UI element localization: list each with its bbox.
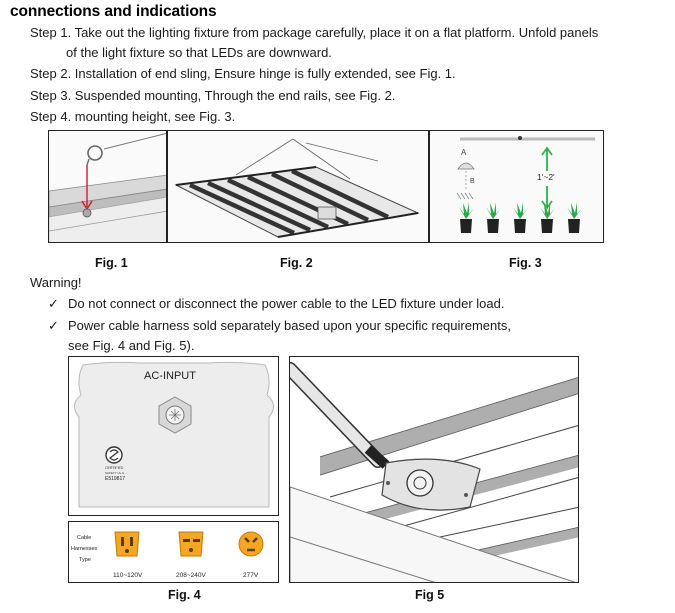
fig1-illustration [49,131,166,242]
step-2: Step 2. Installation of end sling, Ensur… [30,66,456,81]
warning-title: Warning! [30,275,82,290]
step-3: Step 3. Suspended mounting, Through the … [30,88,396,103]
fig5-illustration [290,357,578,582]
cert-sub: SAFETY UL & ... [105,471,128,475]
figure-3-mounting-height: A B 1'~2' [429,130,604,243]
fig2-caption: Fig. 2 [280,256,313,270]
fig4-caption: Fig. 4 [168,588,201,602]
step-4: Step 4. mounting height, see Fig. 3. [30,109,236,124]
fig4-ac-input-label: AC-INPUT [144,370,196,382]
fig3-plants [459,202,582,233]
warning-item-2-continued: see Fig. 4 and Fig. 5). [68,338,195,353]
fig3-height-arrows [541,146,553,210]
step-1-line-2: of the light fixture so that LEDs are do… [66,45,332,60]
cert-badge: CERTIFIED SAFETY UL & ... E519817 [105,446,128,482]
fig4-plugs-illustration: Cable Harnesses Type 110~120V 208~240V 2… [69,522,278,582]
harness-label-1: Cable [77,535,91,541]
warning-item-2-text: Power cable harness sold separately base… [68,318,511,333]
fig5-caption: Fig 5 [415,588,445,602]
plug-2-voltage: 208~240V [176,572,206,579]
connector-socket-icon [406,469,434,497]
fig3-caption: Fig. 3 [509,256,542,270]
check-icon: ✓ [48,296,59,311]
fig3-label-b: B [470,178,475,185]
fig3-illustration: A B 1'~2' [430,131,603,242]
warning-item-1: ✓ Do not connect or disconnect the power … [48,296,504,312]
figure-2-suspended-fixture [167,130,429,243]
plug-277v-icon [238,531,264,557]
figure-5-cable-connection [289,356,579,583]
figure-4-cable-harness-types: Cable Harnesses Type 110~120V 208~240V 2… [68,521,279,583]
figure-1-hinge [48,130,167,243]
fig1-caption: Fig. 1 [95,256,128,270]
plug-3-voltage: 277V [243,572,259,579]
figure-4-ac-input-panel: AC-INPUT CERTIFIED SAFETY UL & ... E5198… [68,356,279,516]
warning-item-1-text: Do not connect or disconnect the power c… [68,296,505,311]
warning-item-2: ✓ Power cable harness sold separately bas… [48,318,511,334]
fig2-illustration [168,131,428,242]
plug-208v-icon [178,531,204,557]
plug-110v-icon [114,531,140,557]
cert-code: E519817 [105,476,125,482]
fig4-illustration: AC-INPUT CERTIFIED SAFETY UL & ... E5198… [69,357,278,515]
plug-1-voltage: 110~120V [113,572,143,579]
harness-label-2: Harnesses [71,546,98,552]
step-1-line-1: Step 1. Take out the lighting fixture fr… [30,25,599,40]
check-icon: ✓ [48,318,59,333]
section-heading: connections and indications [10,3,217,20]
fig3-height-label: 1'~2' [537,172,555,182]
fig3-label-a: A [461,148,467,157]
harness-label-3: Type [79,557,91,563]
cert-label: CERTIFIED [105,466,124,470]
